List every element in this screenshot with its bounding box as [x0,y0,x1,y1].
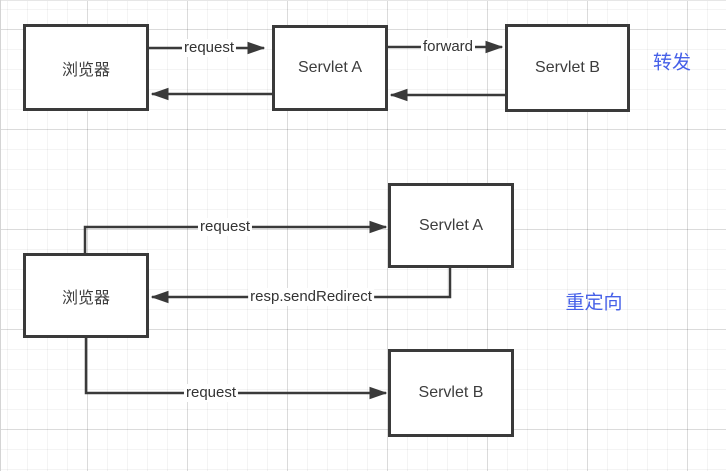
node-servlet-b-bottom-label: Servlet B [418,384,484,401]
node-servlet-b-top: Servlet B [505,24,630,112]
node-servlet-a-bottom-label: Servlet A [418,216,484,234]
node-servlet-b-top-label: Servlet B [535,59,600,76]
connector-request-to-servlet-a [83,227,386,253]
node-servlet-a-bottom: Servlet A [388,183,514,268]
node-servlet-b-bottom: Servlet B [388,349,514,437]
edge-label-request-top: request [181,39,237,57]
node-servlet-a-top: Servlet A [272,25,388,111]
edge-label-send-redirect: resp.sendRedirect [248,288,374,306]
edge-label-forward: forward [420,38,476,56]
connector-request-to-servlet-b [84,338,386,393]
section-label-redirect: 重定向 [565,292,623,314]
section-label-forward: 转发 [652,52,692,74]
edge-label-request-to-servlet-b: request [183,384,239,402]
node-browser-top-label: 浏览器 [61,61,110,79]
node-browser-top: 浏览器 [23,24,149,111]
node-browser-bottom: 浏览器 [23,253,149,338]
edge-label-request-to-servlet-a: request [197,218,253,236]
node-servlet-a-top-label: Servlet A [297,59,363,76]
node-browser-bottom-label: 浏览器 [61,289,110,307]
